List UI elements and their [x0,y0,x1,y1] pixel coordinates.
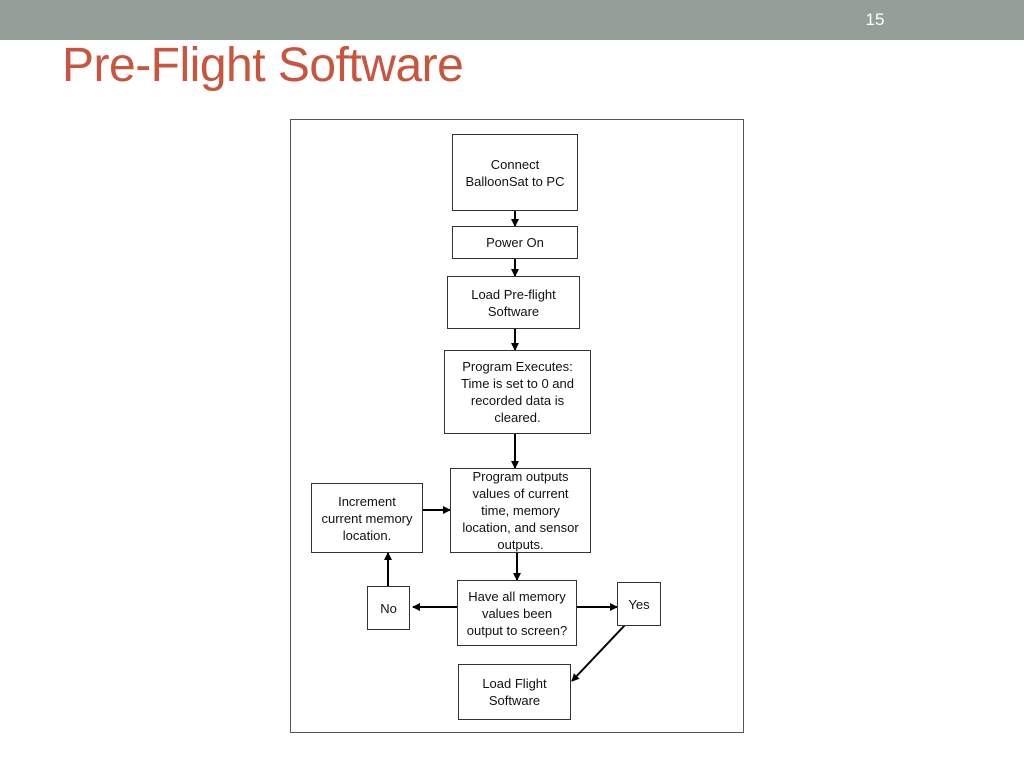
node-connect: Connect BalloonSat to PC [452,134,578,211]
top-accent-bar [0,0,1024,40]
node-load-flight: Load Flight Software [458,664,571,720]
node-program-outputs: Program outputs values of current time, … [450,468,591,553]
node-load-preflight: Load Pre-flight Software [447,276,580,329]
node-increment: Increment current memory location. [311,483,423,553]
slide-title: Pre-Flight Software [62,39,464,92]
arrow-yes-to-load-flight [571,624,626,682]
node-yes: Yes [617,582,661,626]
slide-number: 15 [865,10,885,29]
node-decision: Have all memory values been output to sc… [457,580,577,646]
flowchart-connectors [384,211,626,682]
node-no: No [367,586,410,630]
node-program-executes: Program Executes: Time is set to 0 and r… [444,350,591,434]
node-power-on: Power On [452,226,578,259]
flowchart-frame: Connect BalloonSat to PC Power On Load P… [290,119,744,733]
